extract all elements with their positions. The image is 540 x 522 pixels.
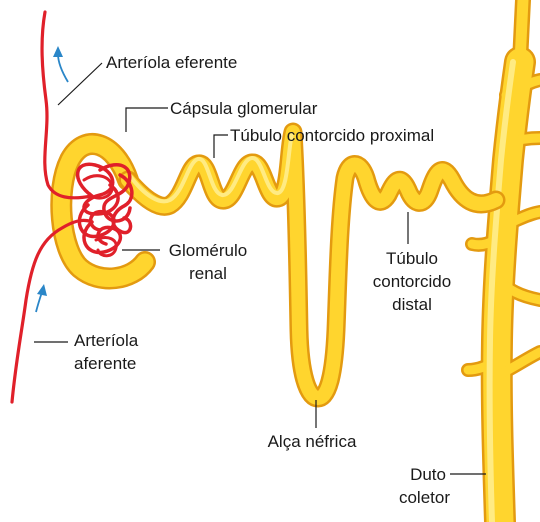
- label-glomerular-capsule: Cápsula glomerular: [170, 99, 318, 118]
- label-efferent-arteriole: Arteríola eferente: [106, 53, 237, 72]
- label-duct-line2: coletor: [399, 488, 450, 507]
- label-afferent-line2: aferente: [74, 354, 136, 373]
- glomerulus-tuft: [78, 164, 132, 256]
- proximal-leader: [214, 135, 228, 158]
- label-duct-line1: Duto: [410, 465, 446, 484]
- capsule-leader: [126, 108, 168, 132]
- label-glomerulus-line2: renal: [189, 264, 227, 283]
- collecting-duct: [468, 0, 540, 522]
- label-distal-line3: distal: [392, 295, 432, 314]
- label-loop: Alça néfrica: [268, 432, 357, 451]
- label-afferent-line1: Arteríola: [74, 331, 139, 350]
- label-distal-line2: contorcido: [373, 272, 451, 291]
- label-glomerulus-line1: Glomérulo: [169, 241, 247, 260]
- afferent-arteriole-vessel: [12, 220, 92, 402]
- label-distal-line1: Túbulo: [386, 249, 438, 268]
- label-proximal-tubule: Túbulo contorcido proximal: [230, 126, 434, 145]
- efferent-flow-arrow-icon: [53, 46, 68, 82]
- afferent-flow-arrow-icon: [36, 284, 47, 312]
- efferent-leader: [58, 63, 102, 105]
